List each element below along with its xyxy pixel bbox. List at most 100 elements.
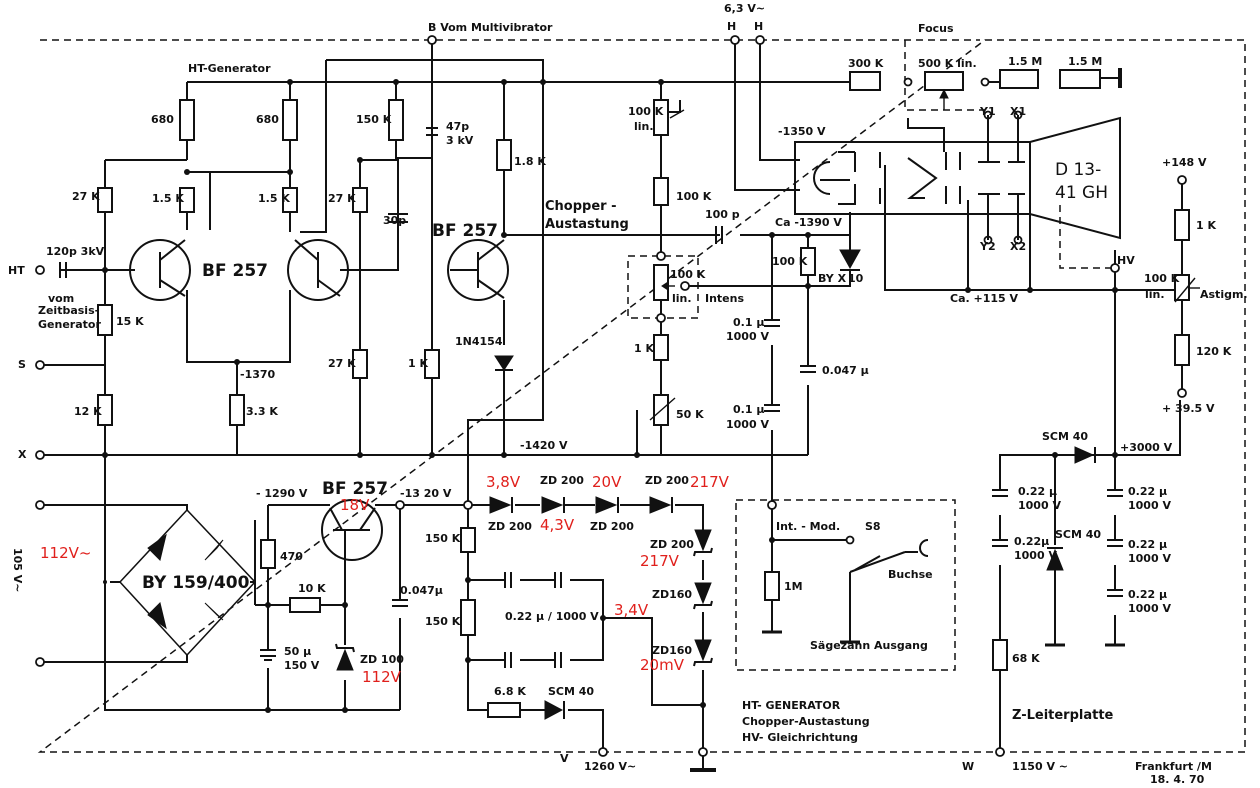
wiring xyxy=(40,40,1183,770)
label-scm40-a: SCM 40 xyxy=(1042,430,1088,443)
label-saegezahn: Sägezahn Ausgang xyxy=(810,639,928,652)
label-68k-b: 6.8 K xyxy=(494,685,526,698)
label-date: 18. 4. 70 xyxy=(1150,773,1205,786)
label-1320v: -13 20 V xyxy=(400,487,452,500)
label-120p: 120p 3kV xyxy=(46,245,105,258)
label-vom: vom xyxy=(48,292,74,305)
label-3000v: +3000 V xyxy=(1120,441,1173,454)
label-generator: Generator xyxy=(38,318,101,331)
label-100k-lin: 100 K xyxy=(628,105,664,118)
label-chopper-title: Chopper-Austastung xyxy=(742,715,870,728)
label-c022-a-v: 1000 V xyxy=(1018,499,1061,512)
diodes xyxy=(118,249,1096,720)
label-tube-l1: D 13- xyxy=(1055,160,1101,180)
label-105v: 105 V~ xyxy=(11,548,24,593)
label-30p: 30p xyxy=(383,214,406,227)
board-outline xyxy=(37,39,1246,753)
label-1370: -1370 xyxy=(240,368,276,381)
label-1260v: 1260 V~ xyxy=(584,760,636,773)
annotation-20v: 20V xyxy=(592,473,622,491)
label-100k-mid: 100 K xyxy=(676,190,712,203)
label-100k-lin2: lin. xyxy=(634,120,654,133)
label-c50: 50 μ xyxy=(284,645,311,658)
annotation-20mv: 20mV xyxy=(640,656,685,674)
label-astigm: Astigm. xyxy=(1200,288,1248,301)
label-680-a: 680 xyxy=(151,113,174,126)
label-s: S xyxy=(18,358,26,371)
annotation-112v-ac: 112V~ xyxy=(40,544,91,562)
label-148v: +148 V xyxy=(1162,156,1207,169)
label-100k-byx: 100 K xyxy=(772,255,808,268)
label-15m-b: 1.5 M xyxy=(1068,55,1102,68)
label-zd200-b: ZD 200 xyxy=(645,474,689,487)
label-bf257-a: BF 257 xyxy=(202,261,268,281)
label-x2: X2 xyxy=(1010,240,1026,253)
label-27k-a: 27 K xyxy=(72,190,100,203)
label-scm40-b: SCM 40 xyxy=(1055,528,1101,541)
label-by159: BY 159/400 xyxy=(142,573,250,593)
label-w-term: W xyxy=(962,760,974,773)
label-c022-mid: 0.22 μ / 1000 V xyxy=(505,610,599,623)
label-500k: 500 K lin. xyxy=(918,57,977,70)
label-15k-a: 1.5 K xyxy=(152,192,184,205)
label-15k-b: 1.5 K xyxy=(258,192,290,205)
label-zd200-c: ZD 200 xyxy=(488,520,532,533)
label-ht-generator: HT-Generator xyxy=(188,62,271,75)
label-bf257-b: BF 257 xyxy=(432,221,498,241)
annotation-4-3v: 4,3V xyxy=(540,516,575,534)
label-150k-low-a: 150 K xyxy=(425,532,461,545)
label-hv: HV xyxy=(1117,254,1135,267)
label-byx10: 10 xyxy=(848,272,864,285)
label-150k-low-b: 150 K xyxy=(425,615,461,628)
label-z-leiter: Z-Leiterplatte xyxy=(1012,708,1114,723)
label-int-mod: Int. - Mod. xyxy=(776,520,840,533)
label-100k-intens2: lin. xyxy=(672,292,692,305)
label-x: X xyxy=(18,448,27,461)
label-ht: HT xyxy=(8,264,25,277)
label-c022-a: 0.22 μ xyxy=(1018,485,1057,498)
label-buchse: Buchse xyxy=(888,568,933,581)
label-15k-in: 15 K xyxy=(116,315,144,328)
label-v-term: V xyxy=(560,752,569,765)
label-zd200-e: ZD 200 xyxy=(650,538,694,551)
label-bf257-c: BF 257 xyxy=(322,479,388,499)
label-tube-l2: 41 GH xyxy=(1055,183,1108,203)
terminals xyxy=(35,35,1187,757)
label-150k-top: 150 K xyxy=(356,113,392,126)
label-1k-right: 1 K xyxy=(1196,219,1216,232)
label-1n4154: 1N4154 xyxy=(455,335,503,348)
label-1290v: - 1290 V xyxy=(256,487,308,500)
label-1m: 1M xyxy=(784,580,803,593)
label-c022-b: 0.22 μ xyxy=(1128,485,1167,498)
label-c01-a: 0.1 μ xyxy=(733,316,764,329)
label-scm40-c: SCM 40 xyxy=(548,685,594,698)
annotation-3-4v: 3,4V xyxy=(614,601,649,619)
label-c0047-a: 0.047 μ xyxy=(822,364,869,377)
label-120k: 120 K xyxy=(1196,345,1232,358)
label-h1: H xyxy=(727,20,736,33)
capacitors xyxy=(59,127,1123,668)
label-470: 470 xyxy=(280,550,303,563)
label-47p: 47p xyxy=(446,120,469,133)
label-300k: 300 K xyxy=(848,57,884,70)
label-c022-c: 0.22μ xyxy=(1014,535,1049,548)
label-zd160-b: ZD160 xyxy=(652,644,692,657)
label-x1: X1 xyxy=(1010,105,1026,118)
label-c01-b-v: 1000 V xyxy=(726,418,769,431)
label-100k-astig: 100 K xyxy=(1144,272,1180,285)
label-zd160-a: ZD160 xyxy=(652,588,692,601)
label-zd200-a: ZD 200 xyxy=(540,474,584,487)
label-c022-c-v: 1000 V xyxy=(1014,549,1057,562)
label-focus: Focus xyxy=(918,22,954,35)
label-c022-d: 0.22 μ xyxy=(1128,538,1167,551)
label-zd100: ZD 100 xyxy=(360,653,404,666)
label-68k: 68 K xyxy=(1012,652,1040,665)
transistors xyxy=(129,239,509,561)
junctions xyxy=(102,79,1118,713)
label-c022-e: 0.22 μ xyxy=(1128,588,1167,601)
label-c0047-b: 0.047μ xyxy=(400,584,443,597)
pot-wipers xyxy=(649,88,1200,421)
label-y1: Y1 xyxy=(979,105,996,118)
